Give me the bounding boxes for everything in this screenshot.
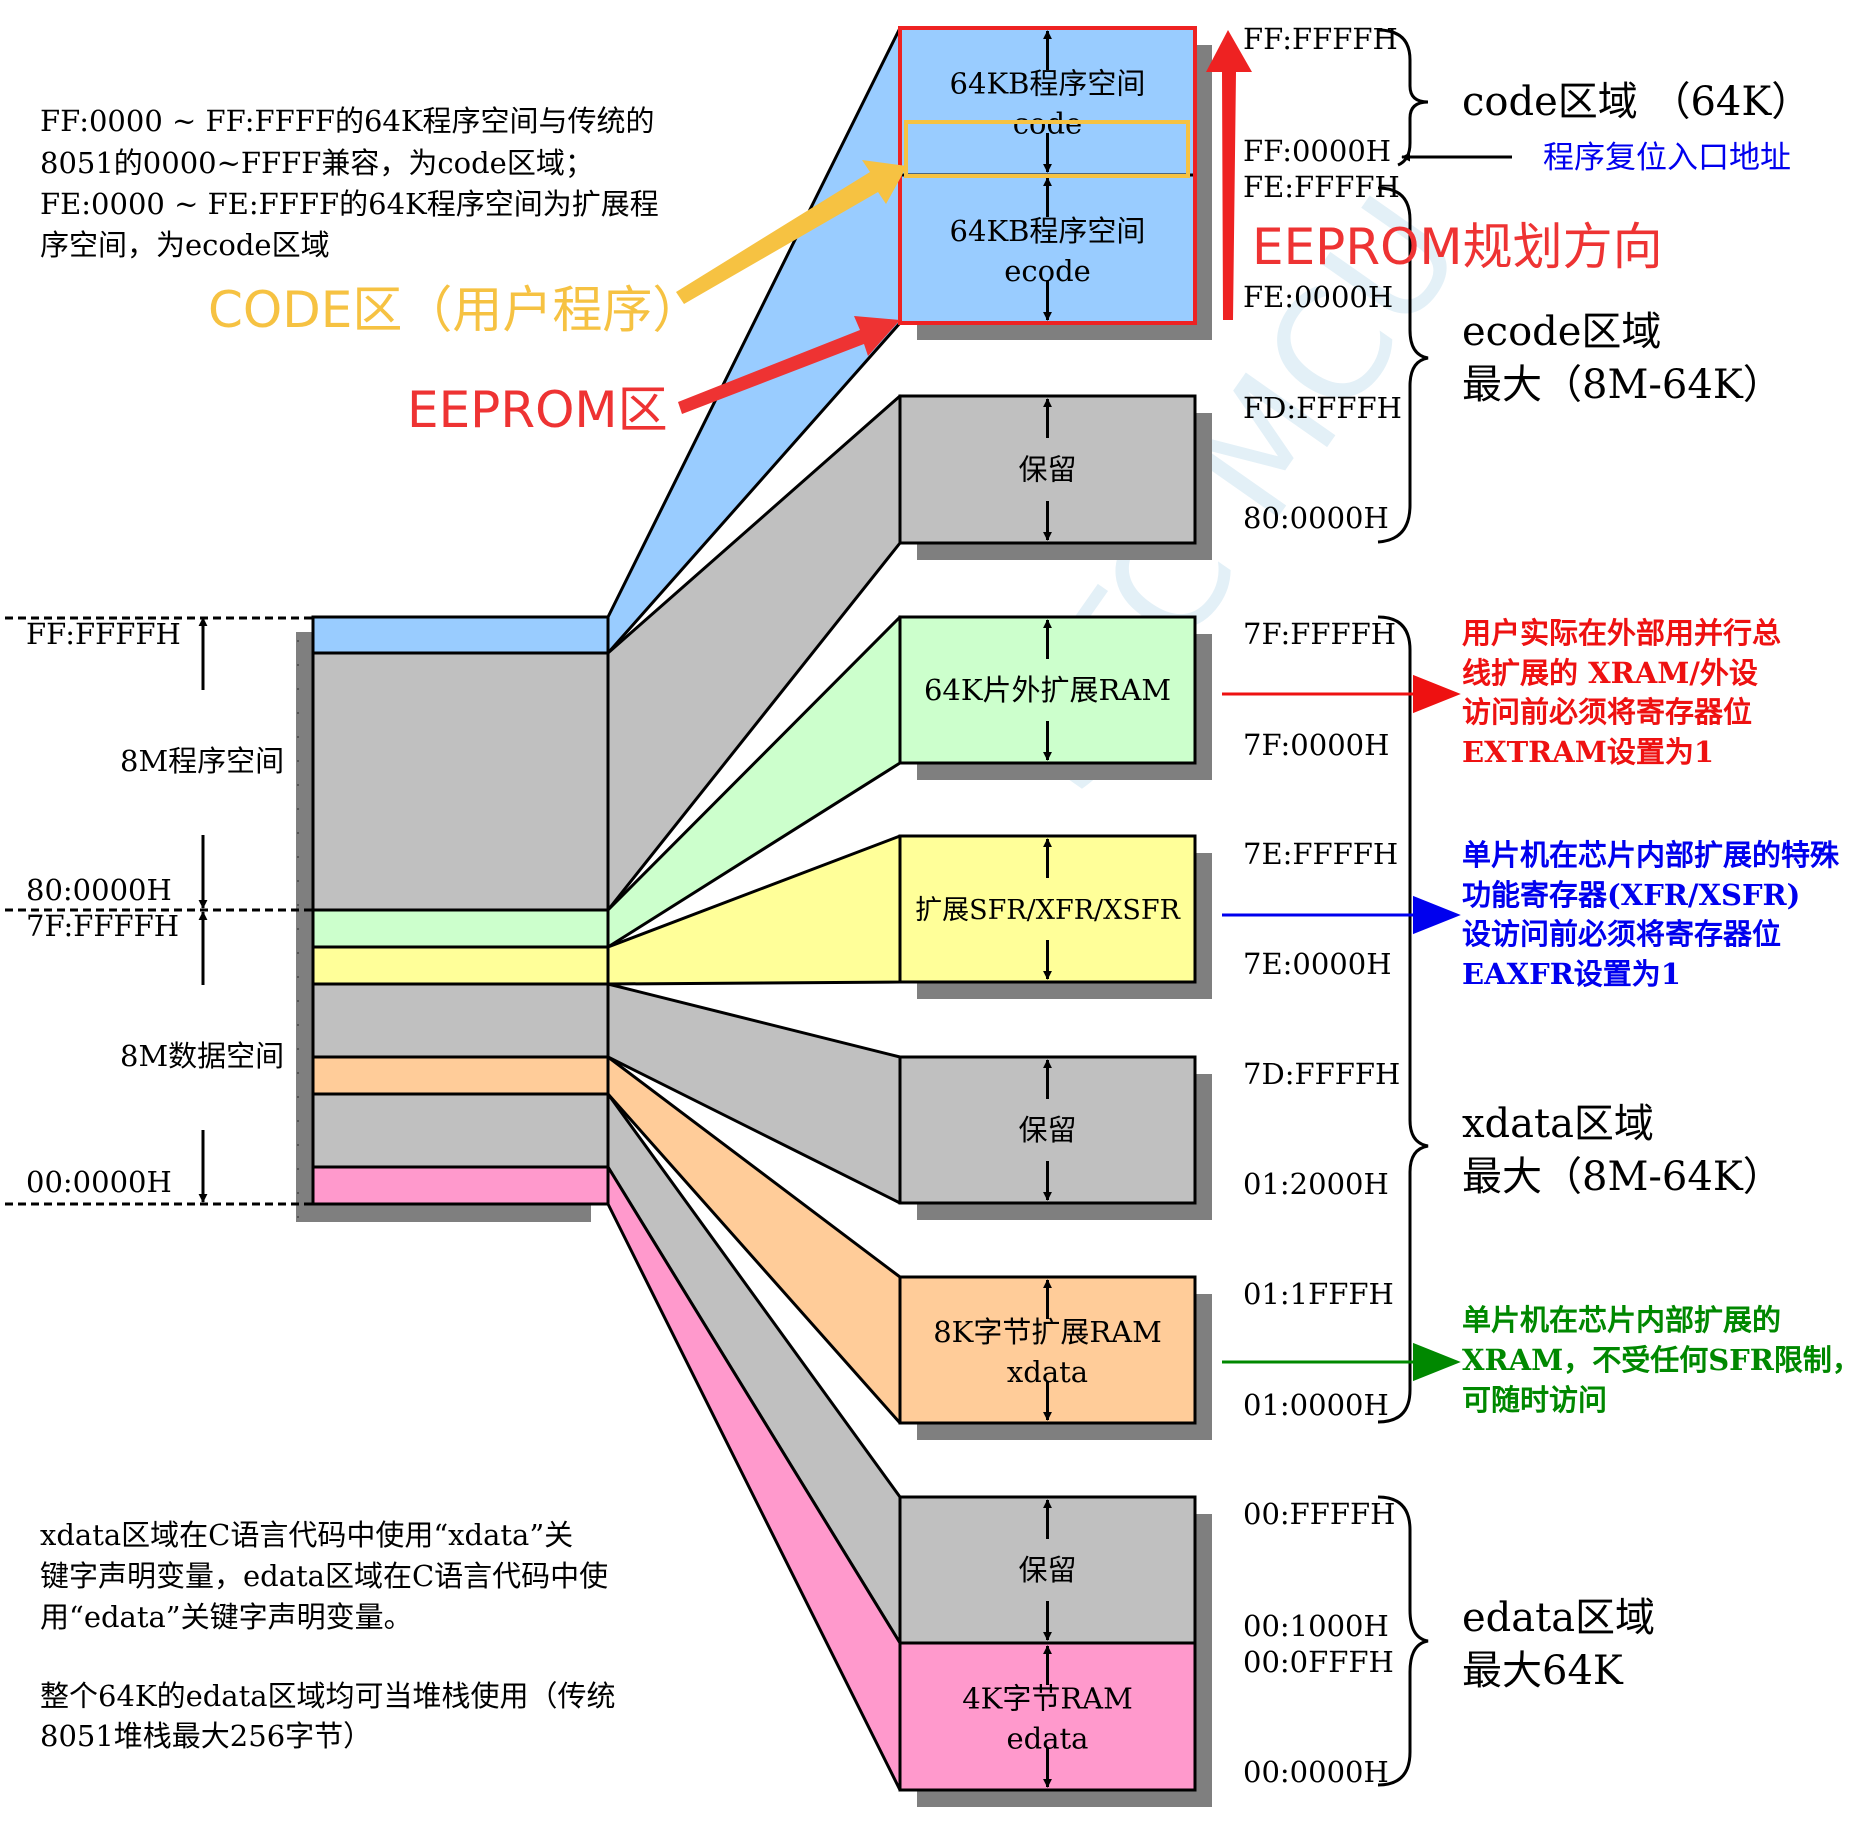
address-label-8: 7E:FFFFH: [1243, 837, 1398, 871]
region-edata-size: 最大64K: [1462, 1648, 1624, 1694]
address-label-13: 01:0000H: [1243, 1388, 1389, 1422]
brace-edata: [1377, 1495, 1429, 1787]
overview-addr-7f: 7F:FFFFH: [26, 909, 179, 943]
xdata-note-line-1: 单片机在芯片内部扩展的: [1462, 1303, 1781, 1337]
bottom-note-line-3: 用“edata”关键字声明变量。: [40, 1600, 413, 1634]
overview-addr-80: 80:0000H: [26, 873, 172, 907]
eeprom-zone-label: EEPROM区: [407, 381, 668, 439]
overview-xram-band: [311, 908, 610, 949]
block-label-reserved3-0: 保留: [1018, 1553, 1076, 1587]
address-label-10: 7D:FFFFH: [1243, 1057, 1400, 1091]
address-label-11: 01:2000H: [1243, 1167, 1389, 1201]
overview-program-space: 8M程序空间: [120, 744, 284, 778]
xram-note-line-1: 用户实际在外部用并行总: [1462, 616, 1781, 650]
bottom-description: xdata区域在C语言代码中使用“xdata”关 键字声明变量，edata区域在…: [40, 1518, 616, 1753]
xram-note: 用户实际在外部用并行总 线扩展的 XRAM/外设 访问前必须将寄存器位 EXTR…: [1462, 616, 1781, 769]
block-label-edata4k-0: 4K字节RAM: [962, 1682, 1133, 1716]
address-label-9: 7E:0000H: [1243, 947, 1391, 981]
xdata-note-line-3: 可随时访问: [1462, 1383, 1607, 1417]
eeprom-direction-arrow: [1206, 30, 1252, 320]
top-note-line-4: 序空间，为ecode区域: [40, 228, 330, 262]
overview-reserved2-band: [311, 1092, 610, 1169]
top-note-line-2: 8051的0000~FFFF兼容，为code区域；: [40, 146, 594, 180]
block-label-edata4k-1: edata: [1007, 1722, 1089, 1756]
block-label-xram-0: 64K片外扩展RAM: [924, 673, 1171, 707]
address-label-5: 80:0000H: [1243, 501, 1389, 535]
address-label-7: 7F:0000H: [1243, 728, 1389, 762]
memory-blocks: 64KB程序空间code64KB程序空间ecode保留64K片外扩展RAM扩展S…: [898, 26, 1212, 1807]
overview-program-band: [311, 651, 610, 912]
address-label-0: FF:FFFFH: [1243, 22, 1398, 56]
eeprom-direction-label: EEPROM规划方向: [1252, 218, 1663, 276]
xdata-note: 单片机在芯片内部扩展的 XRAM，不受任何SFR限制， 可随时访问: [1462, 1303, 1861, 1417]
code-user-frame: [904, 120, 1190, 178]
brace-xdata: [1377, 615, 1429, 1424]
code-user-callout-arrow: [676, 160, 907, 304]
xsfr-note-line-1: 单片机在芯片内部扩展的特殊: [1462, 838, 1840, 872]
brace-ecode: [1377, 186, 1429, 544]
code-user-label: CODE区（用户程序）: [208, 281, 702, 339]
top-description: FF:0000 ~ FF:FFFF的64K程序空间与传统的 8051的0000~…: [40, 104, 659, 262]
block-label-code-0: 64KB程序空间: [950, 67, 1146, 101]
bottom-note-line-2: 键字声明变量，edata区域在C语言代码中使: [40, 1559, 608, 1593]
address-label-14: 00:FFFFH: [1243, 1497, 1395, 1531]
region-edata-label: edata区域: [1462, 1595, 1655, 1641]
address-label-4: FD:FFFFH: [1243, 391, 1402, 425]
xram-note-line-2: 线扩展的 XRAM/外设: [1462, 656, 1758, 690]
region-ecode-label: ecode区域: [1462, 309, 1661, 355]
region-braces: [1377, 28, 1429, 1787]
address-label-16: 00:0FFFH: [1243, 1645, 1394, 1679]
top-note-line-3: FE:0000 ~ FE:FFFF的64K程序空间为扩展程: [40, 187, 659, 221]
overview-addr-00: 00:0000H: [26, 1165, 172, 1199]
overview-column: FF:FFFFH 8M程序空间 80:0000H 7F:FFFFH 8M数据空间…: [5, 615, 610, 1222]
region-xdata-size: 最大（8M-64K）: [1462, 1154, 1783, 1200]
overview-code-band: [311, 615, 610, 655]
xsfr-note: 单片机在芯片内部扩展的特殊 功能寄存器(XFR/XSFR) 设访问前必须将寄存器…: [1462, 838, 1840, 991]
block-label-reserved2-0: 保留: [1018, 1113, 1076, 1147]
region-xdata-label: xdata区域: [1462, 1101, 1654, 1147]
bottom-note-line-1: xdata区域在C语言代码中使用“xdata”关: [40, 1518, 573, 1552]
xsfr-note-line-4: EAXFR设置为1: [1462, 957, 1681, 991]
address-label-3: FE:0000H: [1243, 280, 1393, 314]
bottom-note-line-5: 8051堆栈最大256字节）: [40, 1719, 372, 1753]
region-ecode-size: 最大（8M-64K）: [1462, 362, 1783, 408]
reset-entry-label: 程序复位入口地址: [1543, 140, 1791, 176]
xdata-note-line-2: XRAM，不受任何SFR限制，: [1462, 1343, 1861, 1377]
block-label-reserved1-0: 保留: [1018, 453, 1076, 487]
top-note-line-1: FF:0000 ~ FF:FFFF的64K程序空间与传统的: [40, 104, 655, 138]
overview-xdata-band: [311, 1055, 610, 1096]
block-label-xsfr-0: 扩展SFR/XFR/XSFR: [915, 895, 1180, 926]
address-label-6: 7F:FFFFH: [1243, 617, 1396, 651]
xram-note-line-3: 访问前必须将寄存器位: [1462, 695, 1752, 729]
block-label-xdata8k-1: xdata: [1007, 1355, 1088, 1389]
overview-addr-top: FF:FFFFH: [26, 617, 181, 651]
block-label-ecode-0: 64KB程序空间: [950, 214, 1146, 248]
overview-data-space: 8M数据空间: [120, 1039, 284, 1073]
xsfr-note-line-2: 功能寄存器(XFR/XSFR): [1462, 878, 1800, 912]
overview-reserved-band: [311, 982, 610, 1059]
region-code-label: code区域 （64K）: [1462, 79, 1811, 125]
brace-code: [1377, 28, 1429, 167]
xsfr-note-line-3: 设访问前必须将寄存器位: [1462, 917, 1781, 951]
bottom-note-line-4: 整个64K的edata区域均可当堆栈使用（传统: [40, 1679, 616, 1713]
address-label-17: 00:0000H: [1243, 1755, 1389, 1789]
address-label-12: 01:1FFFH: [1243, 1277, 1394, 1311]
block-label-xdata8k-0: 8K字节扩展RAM: [933, 1315, 1162, 1349]
eeprom-zone-callout-arrow: [678, 316, 900, 414]
address-label-1: FF:0000H: [1243, 134, 1391, 168]
overview-xsfr-band: [311, 945, 610, 986]
xram-note-line-4: EXTRAM设置为1: [1462, 735, 1714, 769]
fan-bands: [606, 26, 902, 1792]
address-label-2: FE:FFFFH: [1243, 170, 1400, 204]
block-label-ecode-1: ecode: [1004, 254, 1091, 288]
address-label-15: 00:1000H: [1243, 1609, 1389, 1643]
overview-edata-band: [311, 1165, 610, 1206]
